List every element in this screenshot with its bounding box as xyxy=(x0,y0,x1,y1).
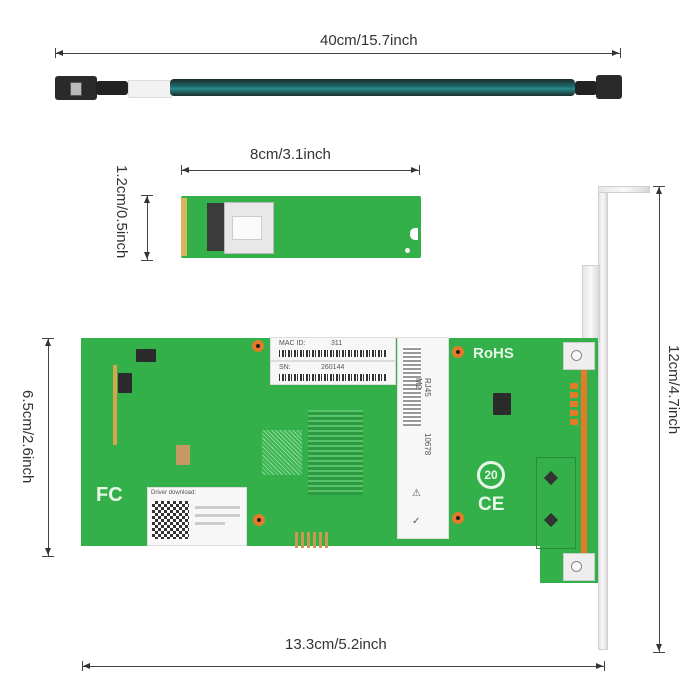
sticker-barcode xyxy=(403,346,421,426)
bracket-plate xyxy=(598,188,608,650)
fcc-mark: FC xyxy=(96,484,123,506)
connector-latch-icon xyxy=(70,82,82,96)
component-array xyxy=(308,410,363,495)
bracket-edge-trace xyxy=(581,350,587,575)
m2-width-dim-line xyxy=(147,195,148,260)
card-length-tick-left xyxy=(82,661,83,671)
mounting-hole xyxy=(452,346,464,358)
arrow-up-icon xyxy=(656,187,662,194)
cable-dim-tick-right xyxy=(620,48,621,58)
trace-field xyxy=(262,430,302,475)
bracket-height-label: 12cm/4.7inch xyxy=(665,345,682,435)
m2-width-tick-top xyxy=(141,195,153,196)
screw-icon xyxy=(571,350,582,361)
esd-warning-icon: ⚠ xyxy=(412,488,421,499)
arrow-down-icon xyxy=(45,548,51,555)
card-height-dim-line xyxy=(48,338,49,556)
m2-width-tick-bottom xyxy=(141,260,153,261)
pin-header xyxy=(113,365,117,445)
ce-mark: CE xyxy=(478,494,505,515)
card-height-tick-top xyxy=(42,338,54,339)
bracket-top-tab xyxy=(598,186,650,193)
arrow-left-icon xyxy=(182,167,189,173)
barcode xyxy=(279,374,387,381)
capacitor xyxy=(176,445,190,465)
arrow-up-icon xyxy=(144,196,150,203)
driver-download-text: Driver download: xyxy=(151,490,197,496)
card-length-tick-right xyxy=(604,661,605,671)
driver-download-label: Driver download: xyxy=(147,487,247,546)
arrow-right-icon xyxy=(596,663,603,669)
m2-dim-line xyxy=(181,170,419,171)
cable-dim-line xyxy=(55,53,620,54)
bracket-height-dim-line xyxy=(659,186,660,652)
arrow-left-icon xyxy=(56,50,63,56)
redacted-text xyxy=(195,514,240,517)
redacted-text xyxy=(195,506,240,509)
led-pads xyxy=(570,383,578,425)
cable-label-sleeve xyxy=(128,80,172,98)
recycle-icon: ✓ xyxy=(412,516,421,527)
cable-connector-right xyxy=(596,75,622,99)
sticker-code: 10678 xyxy=(423,433,432,456)
card-height-tick-bottom xyxy=(42,556,54,557)
barcode xyxy=(279,350,387,357)
card-height-label: 6.5cm/2.6inch xyxy=(19,390,36,484)
sn-value: 260144 xyxy=(321,364,345,371)
ic-chip xyxy=(136,349,156,362)
m2-width-label: 1.2cm/0.5inch xyxy=(113,165,130,259)
redacted-text xyxy=(195,522,225,525)
cable-strain-relief-right xyxy=(575,81,597,95)
arrow-right-icon xyxy=(612,50,619,56)
card-length-dim-line xyxy=(82,666,604,667)
connector-opening xyxy=(232,216,262,240)
cable-body xyxy=(170,79,575,96)
rj45-footprint xyxy=(536,457,576,549)
bracket-height-tick-top xyxy=(653,186,665,187)
bracket-height-tick-bottom xyxy=(653,652,665,653)
sn-text: SN: xyxy=(279,364,291,371)
m2-screw-notch xyxy=(410,228,418,240)
rohs-mark: RoHS xyxy=(473,345,514,362)
arrow-left-icon xyxy=(83,663,90,669)
nic-pcb-port-area xyxy=(540,338,598,583)
m2-dim-tick-right xyxy=(419,165,420,175)
serial-number-label: SN: 260144 xyxy=(270,361,396,385)
cable-strain-relief-left xyxy=(96,81,128,95)
screw-icon xyxy=(571,561,582,572)
edge-connector-pads xyxy=(295,532,331,548)
card-length-label: 13.3cm/5.2inch xyxy=(285,636,387,653)
arrow-up-icon xyxy=(45,339,51,346)
mac-id-text: MAC ID: xyxy=(279,340,306,347)
product-sticker: RJ45 M2 10678 ⚠ ✓ xyxy=(397,337,449,539)
m2-mount-hole xyxy=(405,248,410,253)
bracket-side-flange xyxy=(582,265,600,342)
arrow-down-icon xyxy=(656,644,662,651)
mounting-hole xyxy=(452,512,464,524)
sticker-model: RJ45 M2 xyxy=(414,378,432,397)
m2-dim-tick-left xyxy=(181,165,182,175)
arrow-right-icon xyxy=(411,167,418,173)
ic-chip-main xyxy=(493,393,511,415)
mounting-hole xyxy=(253,514,265,526)
qr-code-icon xyxy=(152,501,189,539)
mounting-hole xyxy=(252,340,264,352)
cable-dim-tick-left xyxy=(55,48,56,58)
cable-length-label: 40cm/15.7inch xyxy=(320,32,418,49)
mac-id-value: 311 xyxy=(331,340,343,347)
m2-length-label: 8cm/3.1inch xyxy=(250,146,331,163)
ic-chip xyxy=(118,373,132,393)
arrow-down-icon xyxy=(144,252,150,259)
eco-20-badge: 20 xyxy=(477,461,505,489)
m2-gold-fingers xyxy=(181,198,187,256)
mac-id-label: MAC ID: 311 xyxy=(270,337,396,361)
